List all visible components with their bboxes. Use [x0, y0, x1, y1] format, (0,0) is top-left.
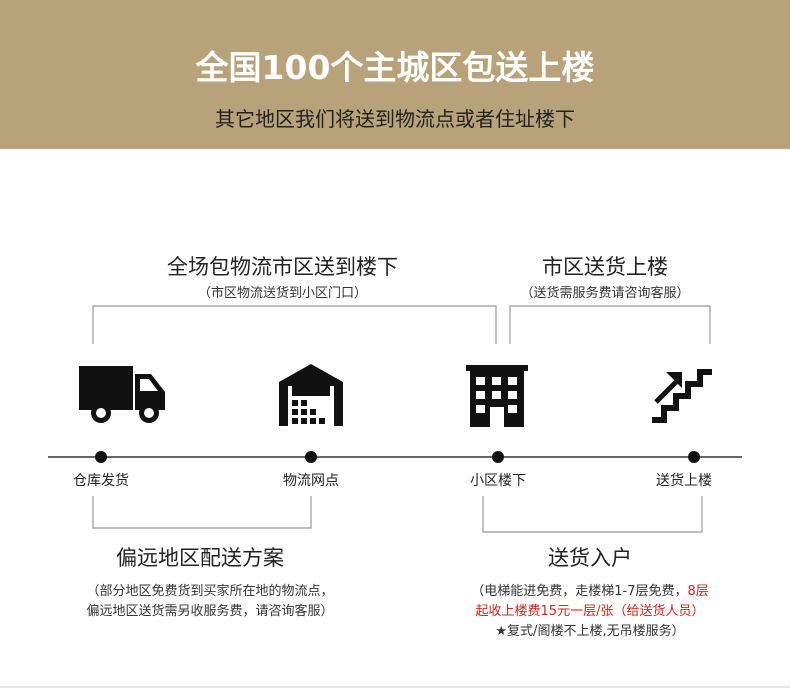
- top-left-bracket: [92, 305, 497, 344]
- truck-icon: [79, 366, 165, 423]
- banner-title: 全国100个主城区包送上楼: [195, 48, 595, 87]
- remote-area-heading: 偏远地区配送方案: [116, 546, 284, 570]
- remote-area-note-line1: （部分地区免费货到买家所在地的物流点，: [86, 584, 334, 599]
- building-icon: [466, 365, 528, 427]
- home-delivery-note-line1-text: （电梯能进免费，走楼梯1-7层免费，: [471, 584, 688, 599]
- node-label-upstairs: 送货上楼: [656, 473, 712, 489]
- upstairs-delivery-note: （送货需服务费请咨询客服）: [520, 286, 690, 301]
- home-delivery-note-line2: 起收上楼费15元一层/张（给送货人员）: [475, 604, 705, 619]
- banner-subtitle: 其它地区我们将送到物流点或者住址楼下: [215, 107, 575, 131]
- home-delivery-note-line1-red: 8层: [687, 584, 709, 599]
- node-dot-community: [492, 451, 504, 463]
- top-banner: 全国100个主城区包送上楼 其它地区我们将送到物流点或者住址楼下: [0, 0, 790, 149]
- node-dot-upstairs: [688, 451, 700, 463]
- city-delivery-note: （市区物流送货到小区门口）: [197, 286, 367, 301]
- node-label-community: 小区楼下: [470, 473, 526, 489]
- top-right-bracket: [509, 305, 711, 344]
- home-delivery-note-line1: （电梯能进免费，走楼梯1-7层免费，8层: [430, 582, 750, 602]
- warehouse-icon: [279, 364, 343, 426]
- node-dot-logistics: [305, 451, 317, 463]
- stairs-icon: [652, 369, 712, 423]
- upstairs-delivery-heading: 市区送货上楼: [542, 255, 668, 279]
- home-delivery-note-line3: ★复式/阁楼不上楼,无吊楼服务）: [495, 624, 685, 639]
- node-dot-warehouse: [95, 451, 107, 463]
- node-label-logistics: 物流网点: [283, 473, 339, 489]
- bottom-right-bracket: [482, 496, 703, 533]
- node-label-warehouse: 仓库发货: [73, 473, 129, 489]
- bottom-left-bracket: [92, 496, 312, 529]
- city-delivery-heading: 全场包物流市区送到楼下: [167, 255, 398, 279]
- remote-area-note-line2: 偏远地区送货需另收服务费，请咨询客服）: [86, 604, 334, 619]
- home-delivery-heading: 送货入户: [548, 546, 632, 570]
- bottom-divider: [0, 686, 790, 688]
